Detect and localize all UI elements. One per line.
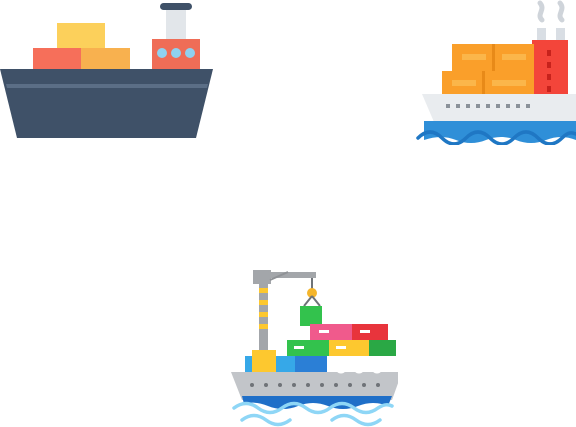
porthole-window xyxy=(171,48,181,58)
container-blue xyxy=(295,356,327,372)
tower-window xyxy=(547,62,551,68)
water-waves xyxy=(424,121,576,143)
smoke-icon xyxy=(557,0,565,23)
container-green xyxy=(369,340,396,356)
cruise-ship-icon xyxy=(416,0,576,145)
container-yellow xyxy=(252,350,276,372)
crane-head xyxy=(253,270,271,284)
ship-hull xyxy=(0,69,213,138)
ship-hull xyxy=(231,372,398,400)
container-label xyxy=(360,330,370,333)
porthole-window xyxy=(353,362,365,374)
wave-line xyxy=(232,401,394,415)
hull-rivets xyxy=(250,383,380,387)
lower-deck-windows xyxy=(452,80,476,86)
tower-window xyxy=(547,50,551,56)
container-yellow xyxy=(57,23,105,49)
funnel xyxy=(556,28,565,42)
hull-stripe xyxy=(6,84,208,88)
smoke-icon xyxy=(537,0,545,23)
hull-portholes xyxy=(446,104,530,108)
deck-divider xyxy=(492,44,495,71)
porthole-window xyxy=(185,48,195,58)
funnel xyxy=(537,28,546,42)
container-pink xyxy=(310,324,352,340)
wave-line xyxy=(240,413,382,427)
container-label xyxy=(336,346,346,349)
crane-mast-stripes xyxy=(259,288,268,329)
upper-deck-windows xyxy=(462,54,486,60)
crane-mast xyxy=(259,282,268,378)
tower-window xyxy=(547,74,551,80)
upper-deck-windows xyxy=(502,54,526,60)
wave-line xyxy=(416,130,576,145)
container-green xyxy=(287,340,329,356)
crane-arm xyxy=(269,272,316,278)
cargo-ship-icon xyxy=(0,3,213,138)
crane-hook xyxy=(307,288,317,298)
tower-window xyxy=(547,86,551,92)
funnel-cap xyxy=(160,3,192,10)
container-yellow xyxy=(329,340,369,356)
lower-deck-windows xyxy=(492,80,526,86)
porthole-window xyxy=(371,362,383,374)
crane-sling xyxy=(303,295,321,307)
funnel xyxy=(166,10,186,40)
container-label xyxy=(319,330,329,333)
porthole-window xyxy=(157,48,167,58)
water-band xyxy=(242,396,392,409)
container-label xyxy=(294,346,304,349)
porthole-window xyxy=(335,362,347,374)
hanging-container xyxy=(300,306,322,326)
crane-arm-brace xyxy=(269,271,289,281)
deck-divider xyxy=(482,71,485,97)
container-ship-crane-icon xyxy=(231,270,398,427)
